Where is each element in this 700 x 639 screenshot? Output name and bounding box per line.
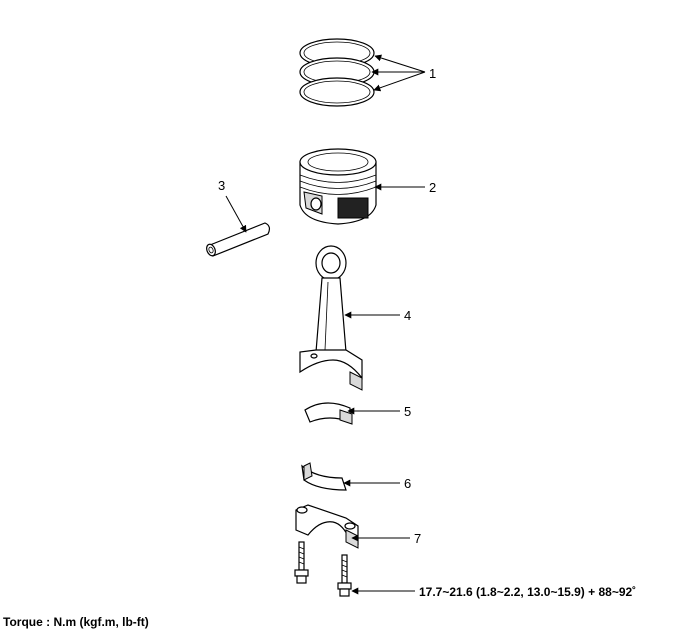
callout-connecting-rod: 4: [404, 308, 411, 323]
torque-units-note: Torque : N.m (kgf.m, lb-ft): [3, 615, 149, 629]
connecting-rod: [299, 245, 363, 391]
callout-piston: 2: [429, 180, 436, 195]
piston-ring-bottom: [299, 77, 375, 107]
torque-specification: 17.7~21.6 (1.8~2.2, 13.0~15.9) + 88~92˚: [419, 585, 636, 599]
connecting-rod-bolt-right: [337, 554, 352, 597]
callout-lower-bearing: 6: [404, 476, 411, 491]
callout-piston-pin: 3: [218, 178, 225, 193]
callout-upper-bearing: 5: [404, 404, 411, 419]
piston: [299, 148, 377, 225]
lower-bearing-shell: [301, 462, 347, 491]
piston-pin: [206, 222, 271, 257]
callout-piston-rings: 1: [429, 66, 436, 81]
upper-bearing-shell: [304, 402, 353, 425]
bearing-cap: [295, 504, 359, 549]
connecting-rod-bolt-left: [294, 541, 309, 584]
piston-rings: [299, 38, 375, 107]
callout-bearing-cap: 7: [414, 531, 421, 546]
leader-lines: [225, 54, 426, 595]
